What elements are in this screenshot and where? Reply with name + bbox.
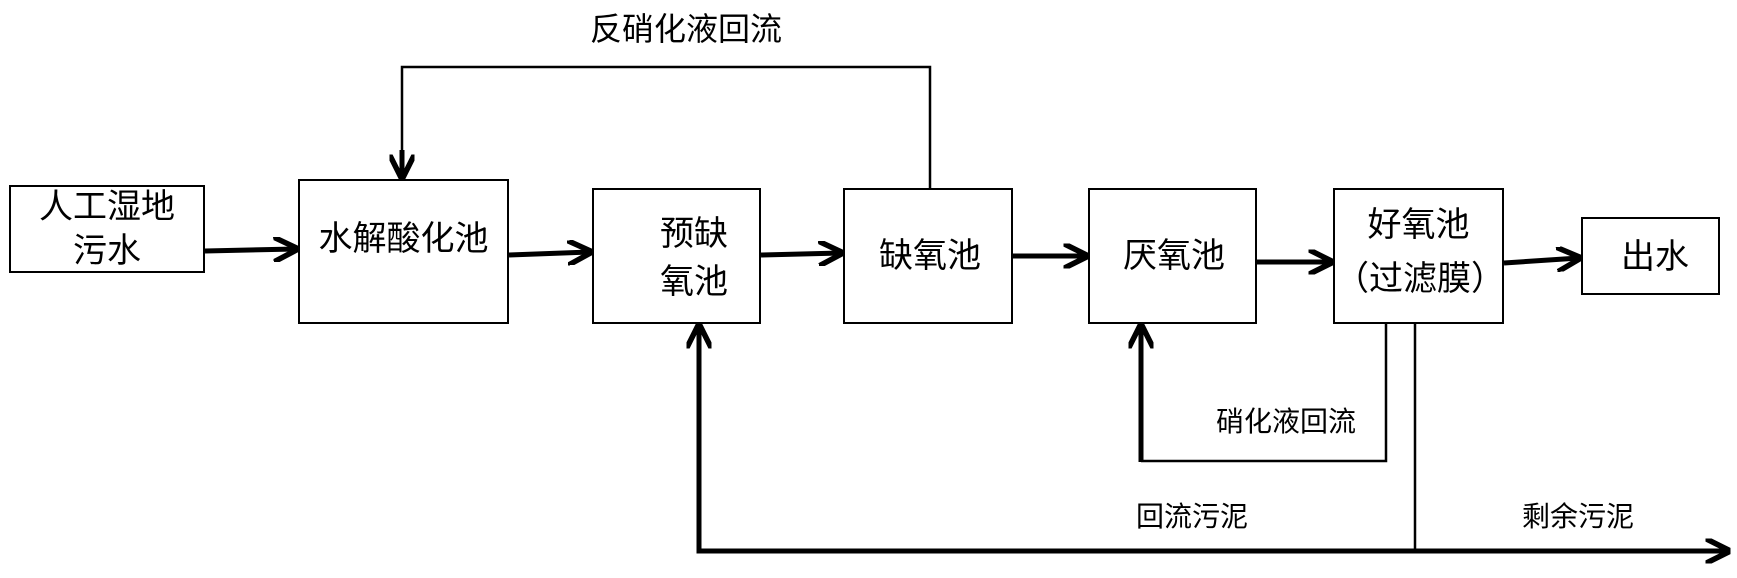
node-label-line2: 污水 (73, 231, 141, 271)
node-label: 缺氧池 (879, 236, 981, 276)
node-label-line1: 人工湿地 (39, 187, 175, 227)
node-label-line2: 氧池 (660, 262, 728, 302)
edge-aerobic-to-effluent (1503, 258, 1579, 263)
node-hydrolysis-tank: 水解酸化池 (298, 179, 509, 324)
node-anaerobic-tank: 厌氧池 (1088, 188, 1257, 324)
node-label-line1: 预缺 (660, 214, 728, 254)
node-label: 预缺 氧池 (660, 210, 728, 306)
node-anoxic-tank: 缺氧池 (843, 188, 1013, 324)
edge-label-sludge-return: 回流污泥 (1136, 500, 1249, 533)
node-wetland-wastewater: 人工湿地 污水 (9, 185, 205, 273)
node-label: 好氧池 （过滤膜） (1335, 198, 1505, 306)
edge-preanoxic-to-anoxic (760, 253, 841, 255)
node-effluent: 出水 (1581, 217, 1720, 295)
node-label: 人工湿地 污水 (11, 187, 203, 271)
edge-label-nitrification-return: 硝化液回流 (1216, 405, 1357, 438)
node-label: 出水 (1621, 237, 1689, 277)
node-label-line2: （过滤膜） (1335, 259, 1505, 299)
edge-nitrification-return (1141, 324, 1388, 463)
node-aerobic-tank: 好氧池 （过滤膜） (1333, 188, 1505, 324)
edge-label-excess-sludge: 剩余污泥 (1522, 500, 1635, 533)
node-label: 水解酸化池 (318, 219, 489, 259)
node-label: 厌氧池 (1123, 236, 1225, 276)
edge-sludge-return (699, 326, 1415, 554)
node-pre-anoxic-tank: 预缺 氧池 (592, 188, 761, 324)
edge-denitrification-return (400, 65, 932, 188)
node-label-line1: 好氧池 (1367, 205, 1470, 245)
edge-hydrolysis-to-preanoxic (508, 252, 590, 255)
edge-label-denitrification-return: 反硝化液回流 (590, 10, 783, 48)
edge-source-to-hydrolysis (204, 249, 296, 251)
